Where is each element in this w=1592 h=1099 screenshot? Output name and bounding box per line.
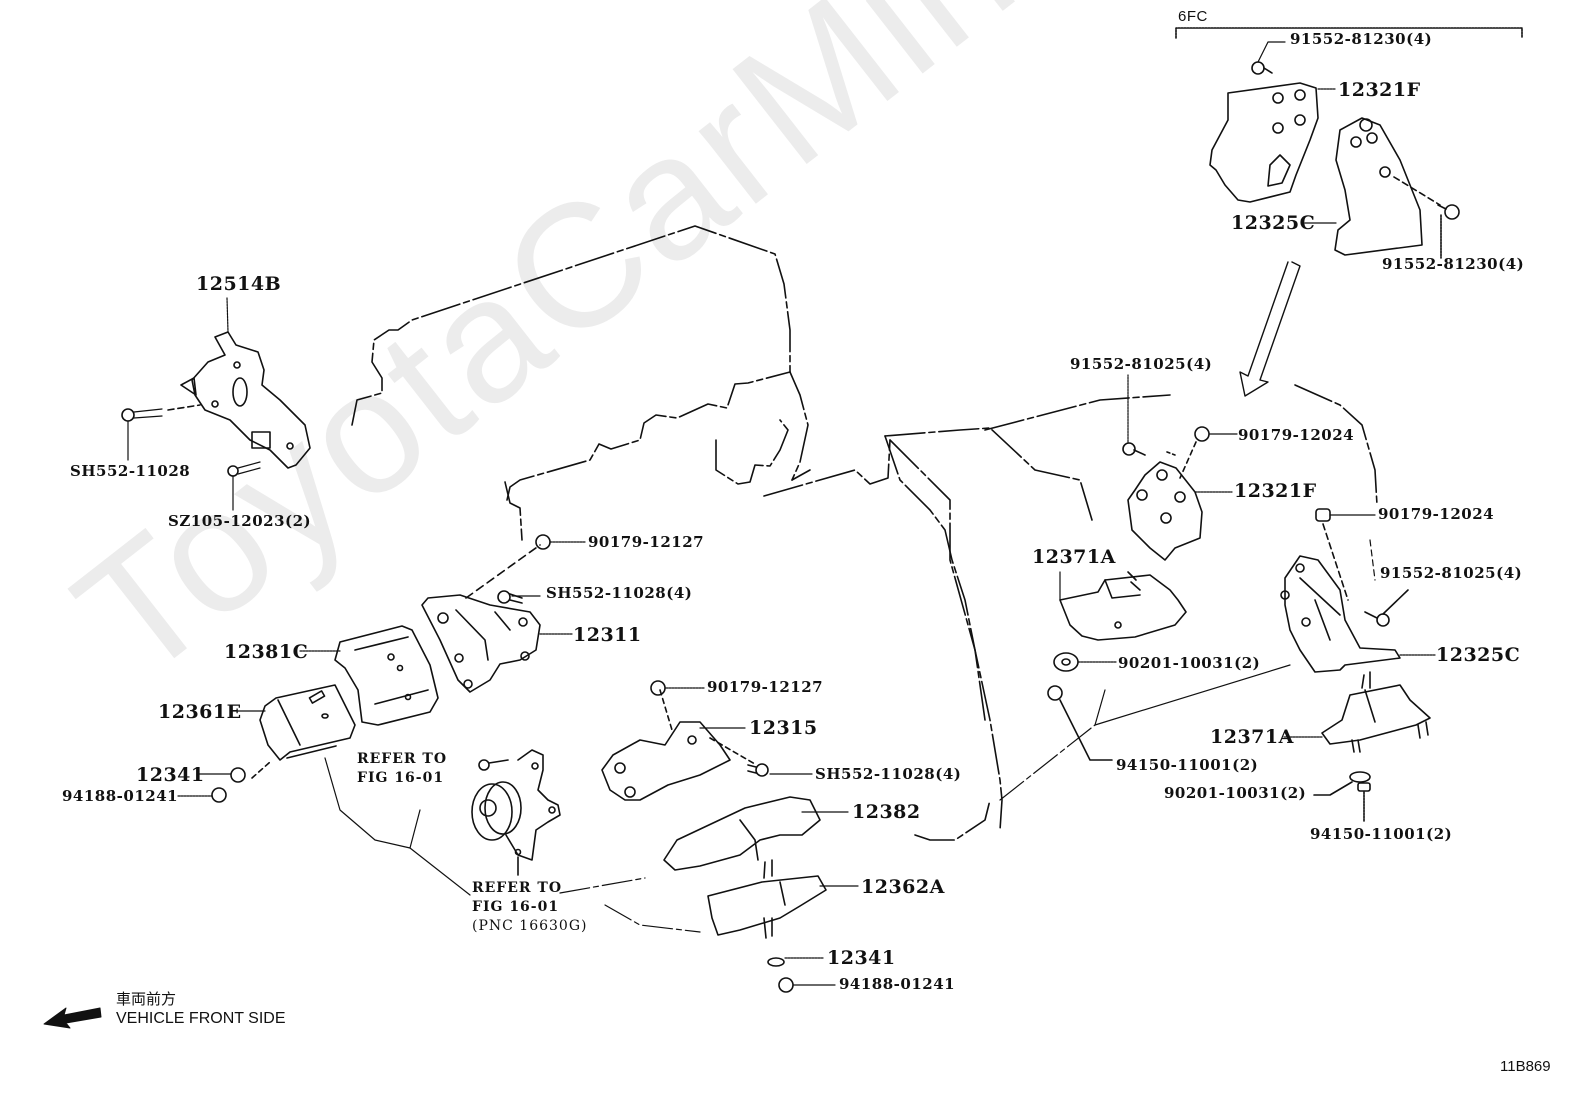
part-label-12362A[interactable]: 12362A bbox=[861, 876, 945, 898]
part-label-12371A-left[interactable]: 12371A bbox=[1032, 546, 1116, 568]
bracket-12311-drawing bbox=[421, 534, 551, 693]
idler-pulley-drawing bbox=[471, 749, 561, 876]
insulator-12371A-right-drawing bbox=[1313, 671, 1431, 823]
part-label-90179-12024-b[interactable]: 90179-12024 bbox=[1378, 505, 1495, 523]
insulator-12361E-drawing bbox=[211, 684, 356, 803]
bracket-12315-drawing bbox=[601, 680, 769, 801]
part-label-SH552-11028-4-a[interactable]: SH552-11028(4) bbox=[546, 584, 693, 602]
inset-pointer-arrow bbox=[1239, 261, 1301, 397]
part-label-91552-81230-top[interactable]: 91552-81230(4) bbox=[1290, 30, 1433, 48]
part-label-SH552-11028[interactable]: SH552-11028 bbox=[70, 462, 191, 480]
part-label-12315[interactable]: 12315 bbox=[749, 717, 818, 739]
refer-note-b-line1: REFER TO bbox=[472, 880, 563, 896]
part-label-12325C-top[interactable]: 12325C bbox=[1231, 212, 1316, 234]
part-label-90201-10031-right[interactable]: 90201-10031(2) bbox=[1164, 784, 1307, 802]
part-label-12311[interactable]: 12311 bbox=[573, 624, 642, 646]
part-label-94188-01241-b[interactable]: 94188-01241 bbox=[839, 975, 956, 993]
part-label-12325C[interactable]: 12325C bbox=[1436, 644, 1521, 666]
part-label-90179-12127-b[interactable]: 90179-12127 bbox=[707, 678, 824, 696]
bracket-12325C-drawing bbox=[1280, 508, 1409, 673]
part-label-SZ105-12023[interactable]: SZ105-12023(2) bbox=[168, 512, 312, 530]
part-label-91552-81025-right[interactable]: 91552-81025(4) bbox=[1380, 564, 1523, 582]
direction-legend-japanese: 車両前方 bbox=[116, 991, 177, 1008]
part-label-12321F[interactable]: 12321F bbox=[1234, 480, 1317, 502]
inset-brackets-drawing bbox=[1209, 61, 1460, 259]
part-label-90179-12024-a[interactable]: 90179-12024 bbox=[1238, 426, 1355, 444]
part-label-91552-81230-right[interactable]: 91552-81230(4) bbox=[1382, 255, 1525, 273]
direction-legend-english: VEHICLE FRONT SIDE bbox=[116, 1010, 286, 1027]
refer-note-a-line1: REFER TO bbox=[357, 751, 448, 767]
variant-bracket-line bbox=[1175, 27, 1523, 39]
part-label-94150-11001-left[interactable]: 94150-11001(2) bbox=[1116, 756, 1259, 774]
label-leader-lines bbox=[127, 41, 1437, 986]
insulator-12362A-drawing bbox=[707, 859, 827, 993]
refer-note-b-line2: FIG 16-01 bbox=[472, 899, 560, 915]
bracket-12321F-drawing bbox=[1122, 426, 1210, 561]
part-label-12341-b[interactable]: 12341 bbox=[827, 947, 896, 969]
refer-note-a-line2: FIG 16-01 bbox=[357, 770, 445, 786]
part-label-12321F-top[interactable]: 12321F bbox=[1338, 79, 1421, 101]
part-label-SH552-11028-4-b[interactable]: SH552-11028(4) bbox=[815, 765, 962, 783]
part-label-94150-11001-right[interactable]: 94150-11001(2) bbox=[1310, 825, 1453, 843]
part-label-12371A-right[interactable]: 12371A bbox=[1210, 726, 1294, 748]
part-label-12361E[interactable]: 12361E bbox=[158, 701, 242, 723]
part-label-12514B[interactable]: 12514B bbox=[196, 273, 282, 295]
variant-label: 6FC bbox=[1178, 8, 1208, 25]
cover-12382-drawing bbox=[663, 796, 821, 871]
part-label-12341-a[interactable]: 12341 bbox=[136, 764, 205, 786]
part-label-91552-81025-left[interactable]: 91552-81025(4) bbox=[1070, 355, 1213, 373]
part-label-90201-10031-left[interactable]: 90201-10031(2) bbox=[1118, 654, 1261, 672]
figure-number: 11B869 bbox=[1500, 1058, 1551, 1075]
mount-leader-lines bbox=[324, 539, 1376, 933]
part-label-94188-01241-a[interactable]: 94188-01241 bbox=[62, 787, 179, 805]
part-label-12382[interactable]: 12382 bbox=[852, 801, 921, 823]
engine-outline bbox=[351, 225, 1378, 841]
part-label-12381C[interactable]: 12381C bbox=[224, 641, 309, 663]
refer-note-a[interactable]: REFER TO FIG 16-01 bbox=[357, 750, 447, 788]
insulator-12381C-drawing bbox=[334, 625, 439, 726]
refer-note-b[interactable]: REFER TO FIG 16-01 (PNC 16630G) bbox=[472, 879, 587, 936]
refer-note-b-line3: (PNC 16630G) bbox=[472, 918, 588, 934]
arrow-left-icon bbox=[43, 1007, 102, 1029]
bracket-12514B-drawing bbox=[121, 331, 311, 477]
part-label-90179-12127-a[interactable]: 90179-12127 bbox=[588, 533, 705, 551]
